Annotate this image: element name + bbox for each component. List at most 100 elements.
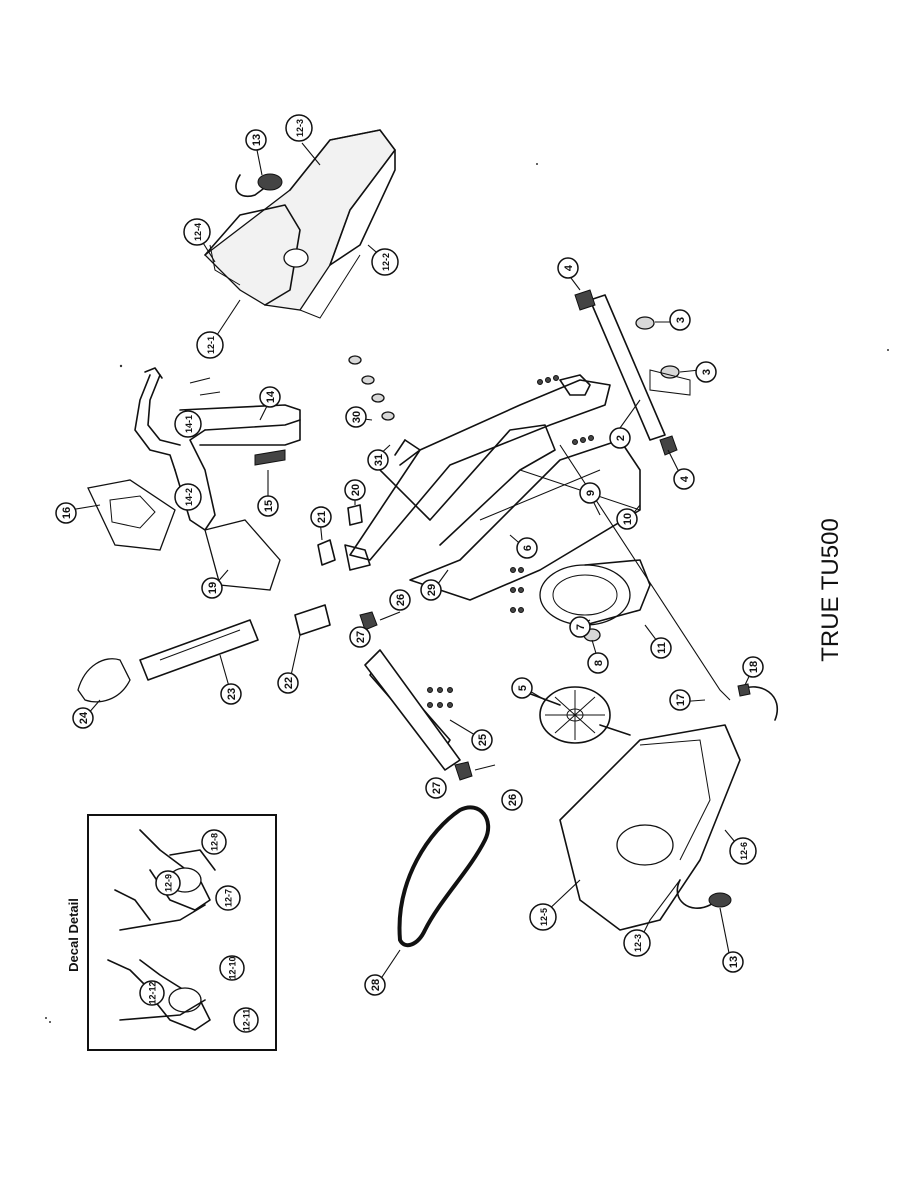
callout-11: 11 bbox=[650, 637, 672, 659]
callout-number: 13 bbox=[728, 956, 740, 968]
callout-25: 25 bbox=[471, 729, 493, 751]
callout-circle bbox=[516, 537, 538, 559]
callout-number: 12-2 bbox=[381, 253, 391, 271]
callout-circle bbox=[285, 114, 313, 142]
callout-number: 14-2 bbox=[184, 488, 194, 506]
decal-callout-12-8: 12-8 bbox=[201, 829, 227, 855]
callout-31: 31 bbox=[367, 449, 389, 471]
decal-callout-circle bbox=[233, 1007, 259, 1033]
callout-number: 3 bbox=[701, 369, 713, 375]
callout-13: 13 bbox=[722, 951, 744, 973]
callout-12-6: 12-6 bbox=[729, 837, 757, 865]
callout-circle bbox=[669, 309, 691, 331]
callout-circle bbox=[695, 361, 717, 383]
decal-callout-number: 12-10 bbox=[228, 956, 238, 979]
callout-circle bbox=[196, 331, 224, 359]
callout-circle bbox=[310, 506, 332, 528]
scan-marks bbox=[45, 163, 889, 1023]
callout-number: 29 bbox=[426, 584, 438, 596]
decal-callout-number: 12-8 bbox=[210, 833, 220, 851]
callout-number: 24 bbox=[78, 711, 90, 724]
callout-circle bbox=[220, 683, 242, 705]
callout-circle bbox=[669, 689, 691, 711]
callout-number: 4 bbox=[679, 475, 691, 482]
callout-circle bbox=[371, 248, 399, 276]
callout-5: 5 bbox=[511, 677, 533, 699]
callout-28: 28 bbox=[364, 974, 386, 996]
callout-number: 22 bbox=[283, 677, 295, 689]
seat-assembly bbox=[77, 619, 259, 703]
callout-circle bbox=[183, 218, 211, 246]
callout-number: 14-1 bbox=[184, 415, 194, 433]
callout-circle bbox=[245, 129, 267, 151]
callout-circle bbox=[257, 495, 279, 517]
callout-14-1: 14-1 bbox=[174, 410, 202, 438]
callout-27: 27 bbox=[349, 626, 371, 648]
callout-circle bbox=[471, 729, 493, 751]
callout-number: 19 bbox=[207, 582, 219, 594]
callout-circle bbox=[623, 929, 651, 957]
callout-number: 7 bbox=[575, 624, 587, 630]
callout-number: 14 bbox=[265, 390, 277, 403]
callout-number: 26 bbox=[507, 794, 519, 806]
callout-circle bbox=[72, 707, 94, 729]
callout-circle bbox=[364, 974, 386, 996]
callout-circle bbox=[501, 789, 523, 811]
callout-number: 12-3 bbox=[633, 934, 643, 952]
callout-circle bbox=[742, 656, 764, 678]
decal-callout-12-7: 12-7 bbox=[215, 885, 241, 911]
callout-circle bbox=[345, 406, 367, 428]
hardware-bolts bbox=[348, 355, 594, 708]
callout-27: 27 bbox=[425, 777, 447, 799]
callout-9: 9 bbox=[579, 482, 601, 504]
callout-4: 4 bbox=[557, 257, 579, 279]
callout-number: 23 bbox=[226, 688, 238, 700]
callout-15: 15 bbox=[257, 495, 279, 517]
callout-3: 3 bbox=[695, 361, 717, 383]
callout-number: 10 bbox=[622, 513, 634, 525]
decal-callout-circle bbox=[139, 980, 165, 1006]
callout-circle bbox=[673, 468, 695, 490]
callout-29: 29 bbox=[420, 579, 442, 601]
rear-stabilizer bbox=[574, 289, 691, 456]
callout-4: 4 bbox=[673, 468, 695, 490]
callout-17: 17 bbox=[669, 689, 691, 711]
decal-detail-title: Decal Detail bbox=[66, 898, 81, 972]
callout-number: 4 bbox=[563, 264, 575, 271]
callout-21: 21 bbox=[310, 506, 332, 528]
callout-number: 27 bbox=[355, 631, 367, 643]
callout-12-3: 12-3 bbox=[623, 929, 651, 957]
decal-callout-number: 12-9 bbox=[164, 874, 174, 892]
callout-26: 26 bbox=[501, 789, 523, 811]
callout-number: 5 bbox=[517, 685, 529, 691]
drive-belt bbox=[397, 805, 491, 948]
lower-shroud bbox=[559, 724, 741, 931]
callout-circle bbox=[587, 652, 609, 674]
decal-callout-number: 12-7 bbox=[224, 889, 234, 907]
callout-number: 12-6 bbox=[739, 842, 749, 860]
callout-number: 21 bbox=[316, 511, 328, 523]
decal-callout-circle bbox=[201, 829, 227, 855]
callout-circle bbox=[609, 427, 631, 449]
crank-pulley bbox=[519, 686, 631, 744]
callout-20: 20 bbox=[344, 479, 366, 501]
callout-number: 3 bbox=[675, 317, 687, 323]
callout-circle bbox=[557, 257, 579, 279]
decal-callout-circle bbox=[219, 955, 245, 981]
model-title: TRUE TU500 bbox=[817, 518, 844, 662]
upper-shroud bbox=[204, 129, 396, 319]
callout-12-3: 12-3 bbox=[285, 114, 313, 142]
callout-12-1: 12-1 bbox=[196, 331, 224, 359]
callout-labels: 12-31312-412-212-143324161414-114-230311… bbox=[55, 114, 764, 996]
decal-callout-12-10: 12-10 bbox=[219, 955, 245, 981]
callout-number: 12-5 bbox=[539, 908, 549, 926]
callout-12-5: 12-5 bbox=[529, 903, 557, 931]
callout-16: 16 bbox=[55, 502, 77, 524]
callout-number: 2 bbox=[615, 435, 627, 441]
callout-circle bbox=[650, 637, 672, 659]
leader-lines bbox=[69, 142, 754, 981]
callout-circle bbox=[259, 386, 281, 408]
callout-circle bbox=[277, 672, 299, 694]
